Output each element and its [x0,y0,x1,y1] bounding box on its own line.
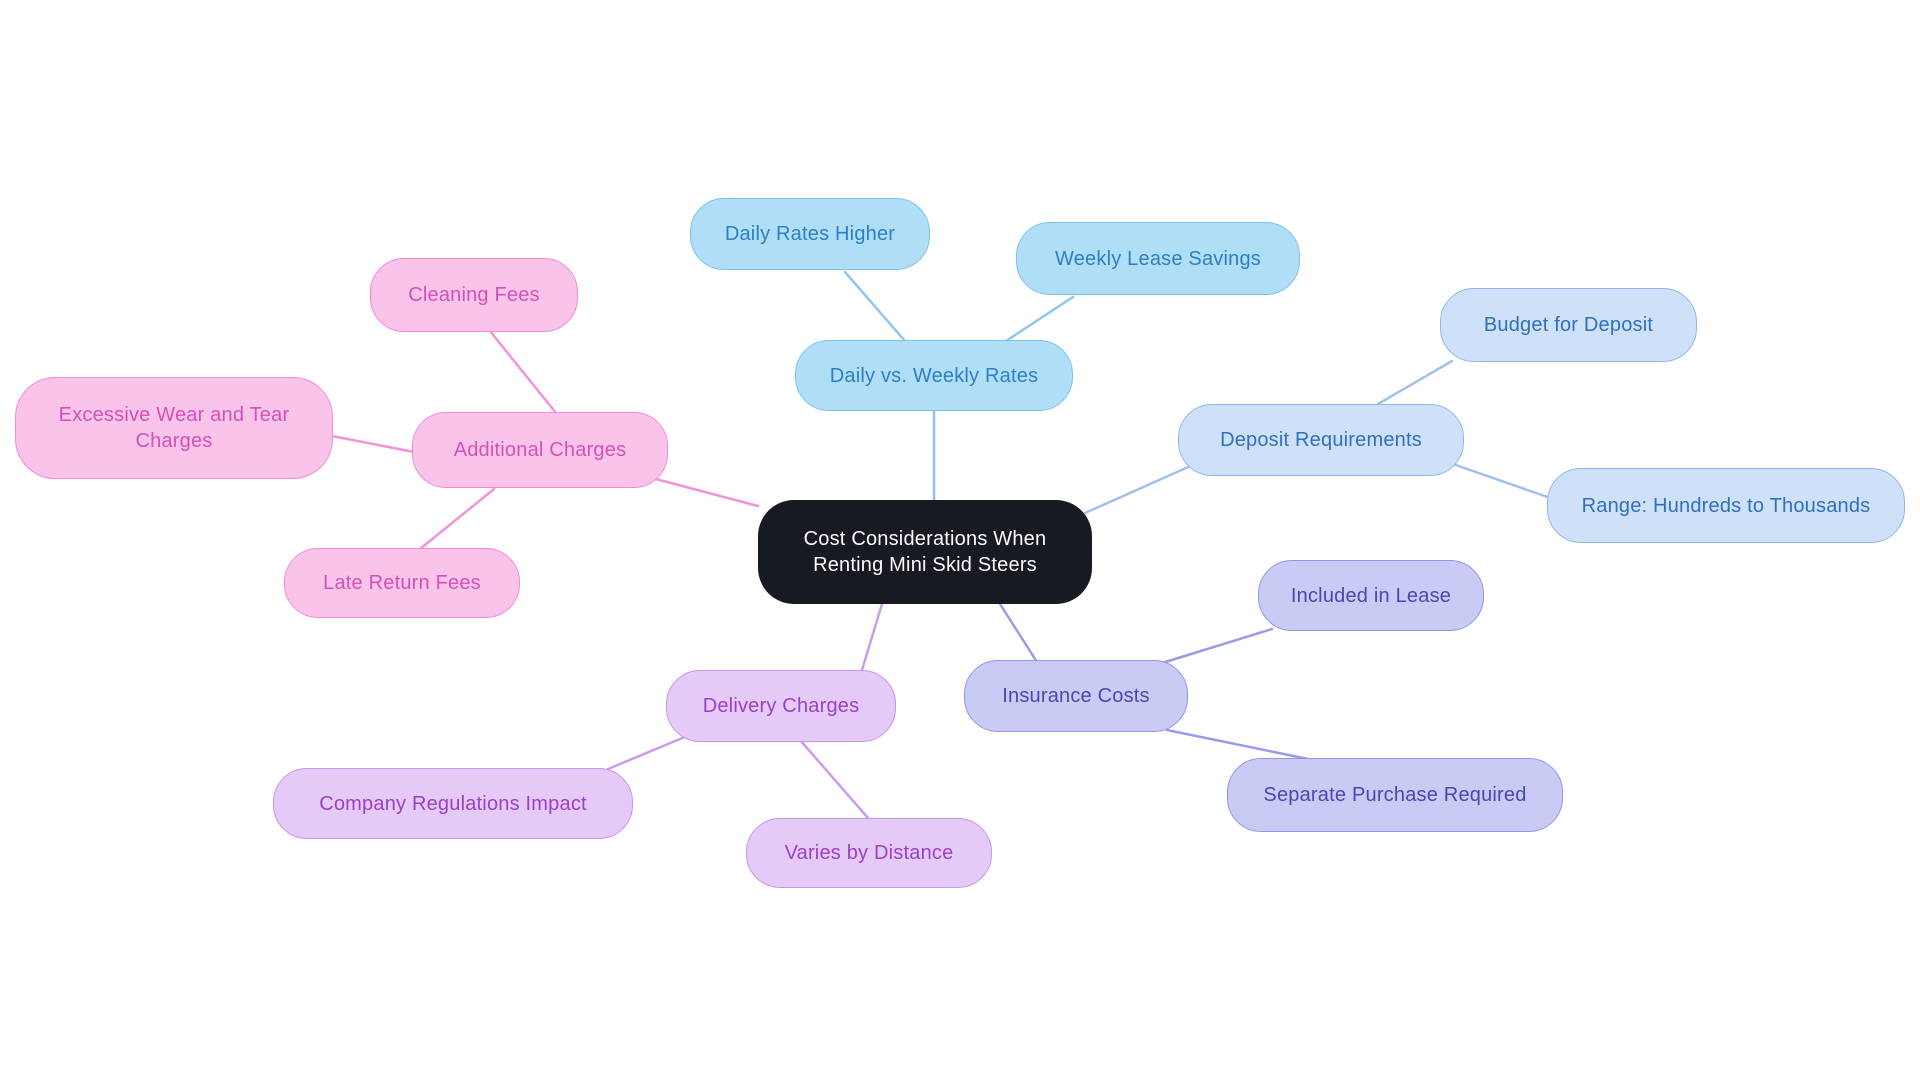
node-center[interactable]: Cost Considerations When Renting Mini Sk… [758,500,1092,604]
edge-deposit-to-range-hundreds-thousands [1448,461,1564,504]
edge-insurance-to-included-in-lease [1160,627,1274,665]
node-cleaning-fees[interactable]: Cleaning Fees [370,258,578,332]
node-insurance-costs[interactable]: Insurance Costs [964,660,1188,732]
edge-delivery-to-varies-by-distance [798,738,870,820]
edge-additional-to-cleaning-fees [488,329,558,415]
node-delivery-charges[interactable]: Delivery Charges [666,670,896,742]
node-budget-for-deposit[interactable]: Budget for Deposit [1440,288,1697,362]
node-range-hundreds-to-thousands[interactable]: Range: Hundreds to Thousands [1547,468,1905,543]
edge-additional-to-center [650,476,760,508]
edge-delivery-to-company-regulations [606,732,694,771]
node-additional-charges[interactable]: Additional Charges [412,412,668,488]
node-daily-rates-higher[interactable]: Daily Rates Higher [690,198,930,270]
edge-daily-vs-weekly-to-weekly-lease-savings [1004,295,1075,343]
node-deposit-requirements[interactable]: Deposit Requirements [1178,404,1464,476]
edge-center-to-delivery-charges [860,602,884,672]
edge-center-to-insurance-costs [998,602,1039,664]
edge-additional-to-excessive-wear [330,434,416,454]
node-daily-vs-weekly-rates[interactable]: Daily vs. Weekly Rates [795,340,1073,411]
edge-center-to-deposit-requirements [1083,462,1197,515]
node-weekly-lease-savings[interactable]: Weekly Lease Savings [1016,222,1300,295]
node-varies-by-distance[interactable]: Varies by Distance [746,818,992,888]
edge-insurance-to-separate-purchase [1165,728,1310,761]
node-separate-purchase-required[interactable]: Separate Purchase Required [1227,758,1563,832]
node-late-return-fees[interactable]: Late Return Fees [284,548,520,618]
edge-additional-to-late-return-fees [418,487,496,551]
node-included-in-lease[interactable]: Included in Lease [1258,560,1484,631]
edge-daily-vs-weekly-to-daily-rates-higher [843,270,907,343]
node-company-regulations-impact[interactable]: Company Regulations Impact [273,768,633,839]
node-excessive-wear-and-tear-charges[interactable]: Excessive Wear and Tear Charges [15,377,333,479]
edge-deposit-to-budget-for-deposit [1376,359,1454,406]
